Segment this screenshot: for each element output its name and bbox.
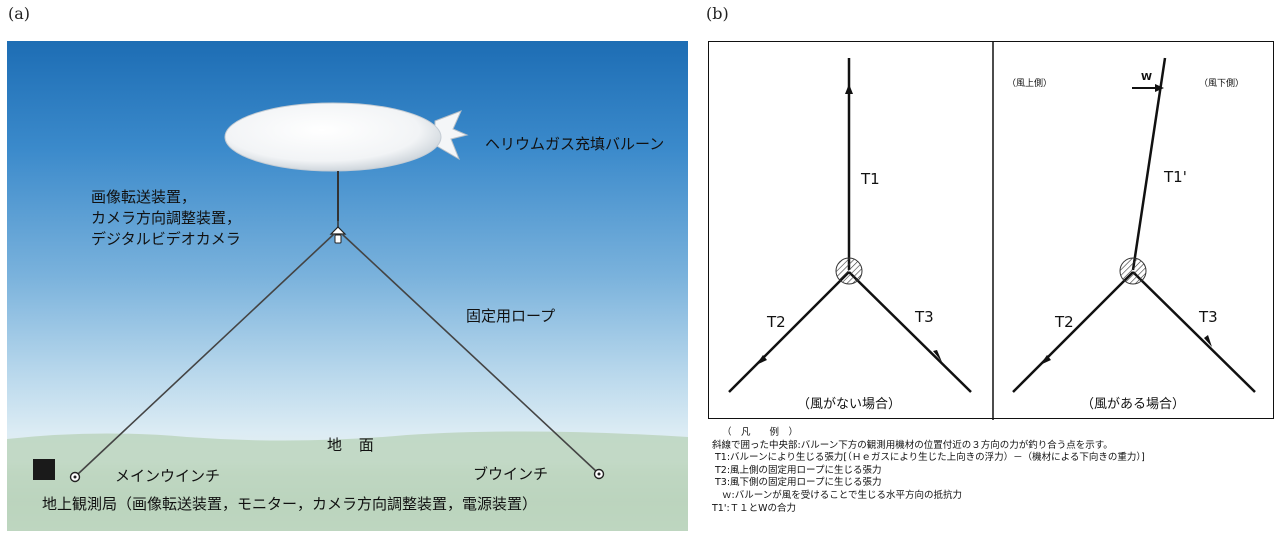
label-leeward: （風下側） (1199, 77, 1244, 89)
bow-winch-label: ブウインチ (473, 465, 549, 483)
force-diagrams: T1 T2 T3 （風がない場合） （風上側） （風下側） W T1' T2 T… (728, 42, 1256, 420)
label-w: W (1141, 72, 1152, 83)
label-windward: （風上側） (1007, 77, 1052, 89)
arrow-t2 (756, 355, 767, 365)
equipment-line: 画像転送装置， (91, 188, 197, 206)
label-t3-wind: T3 (1198, 308, 1218, 326)
ground-label: 地 面 (327, 436, 380, 454)
arrow-t2-wind (1040, 355, 1051, 365)
legend-line: ｗ:バルーンが風を受けることで生じる水平方向の抵抗力 (722, 489, 962, 501)
legend-line: T1':Ｔ１とWの合力 (712, 502, 797, 514)
equipment-line: カメラ方向調整装置， (91, 209, 242, 227)
legend-line: T3:風下側の固定用ロープに生じる張力 (715, 477, 882, 489)
ground-station-label: 地上観測局（画像転送装置，モニター，カメラ方向調整装置，電源装置） (42, 495, 538, 513)
caption-wind: （風がある場合） (1081, 397, 1185, 412)
legend-line: 斜線で囲った中央部:バルーン下方の観測用機材の位置付近の３方向の力が釣り合う点を… (712, 439, 1113, 451)
legend-line: T1:バルーンにより生じる張力[（Ｈｅガスにより生じた上向きの浮力）－（機材によ… (715, 452, 1145, 464)
equipment-label: 画像転送装置， カメラ方向調整装置， デジタルビデオカメラ (91, 187, 241, 250)
label-t1prime: T1' (1163, 168, 1187, 186)
force-diagram-panel: T1 T2 T3 （風がない場合） （風上側） （風下側） W T1' T2 T… (708, 41, 1274, 420)
camera-equipment (329, 226, 347, 244)
arrow-t1 (845, 84, 853, 94)
arrow-w (1155, 84, 1164, 92)
balloon (224, 102, 469, 172)
rope-bow (341, 233, 598, 473)
label-t2-wind: T2 (1054, 313, 1074, 331)
vector-t3 (848, 271, 972, 393)
vector-t1prime (1131, 57, 1167, 271)
arrow-t3-wind (1204, 335, 1212, 347)
equilibrium-point (835, 257, 863, 285)
equipment-line: デジタルビデオカメラ (91, 230, 241, 248)
label-t2: T2 (766, 313, 786, 331)
caption-no-wind: （風がない場合） (797, 397, 901, 412)
rope-main (77, 233, 335, 475)
vector-t2-wind (1012, 271, 1134, 393)
label-t3: T3 (914, 308, 934, 326)
main-winch (69, 471, 81, 483)
bow-winch (593, 468, 605, 480)
balloon-scene: ヘリウムガス充填バルーン 画像転送装置， カメラ方向調整装置， デジタルビデオカ… (7, 41, 688, 531)
label-t1: T1 (860, 170, 880, 188)
panel-a-label: (a) (8, 4, 31, 23)
legend-line: T2:風上側の固定用ロープに生じる張力 (715, 464, 882, 476)
arrow-t3 (933, 350, 942, 362)
main-winch-label: メインウインチ (115, 467, 221, 485)
vector-t2 (728, 271, 850, 393)
legend-heading: （ 凡 例 ） (722, 427, 799, 438)
ground-hills (7, 431, 688, 531)
rope-label: 固定用ロープ (466, 307, 556, 325)
no-wind-diagram (728, 58, 972, 393)
vector-t3-wind (1132, 271, 1256, 393)
wind-diagram (1012, 57, 1256, 393)
balloon-scene-graphic (7, 102, 688, 531)
equilibrium-point-wind (1119, 257, 1147, 285)
legend: （ 凡 例 ） 斜線で囲った中央部:バルーン下方の観測用機材の位置付近の３方向の… (712, 427, 1145, 515)
balloon-label: ヘリウムガス充填バルーン (485, 135, 665, 153)
ground-station-box (33, 459, 55, 480)
panel-b-label: (b) (706, 4, 729, 23)
